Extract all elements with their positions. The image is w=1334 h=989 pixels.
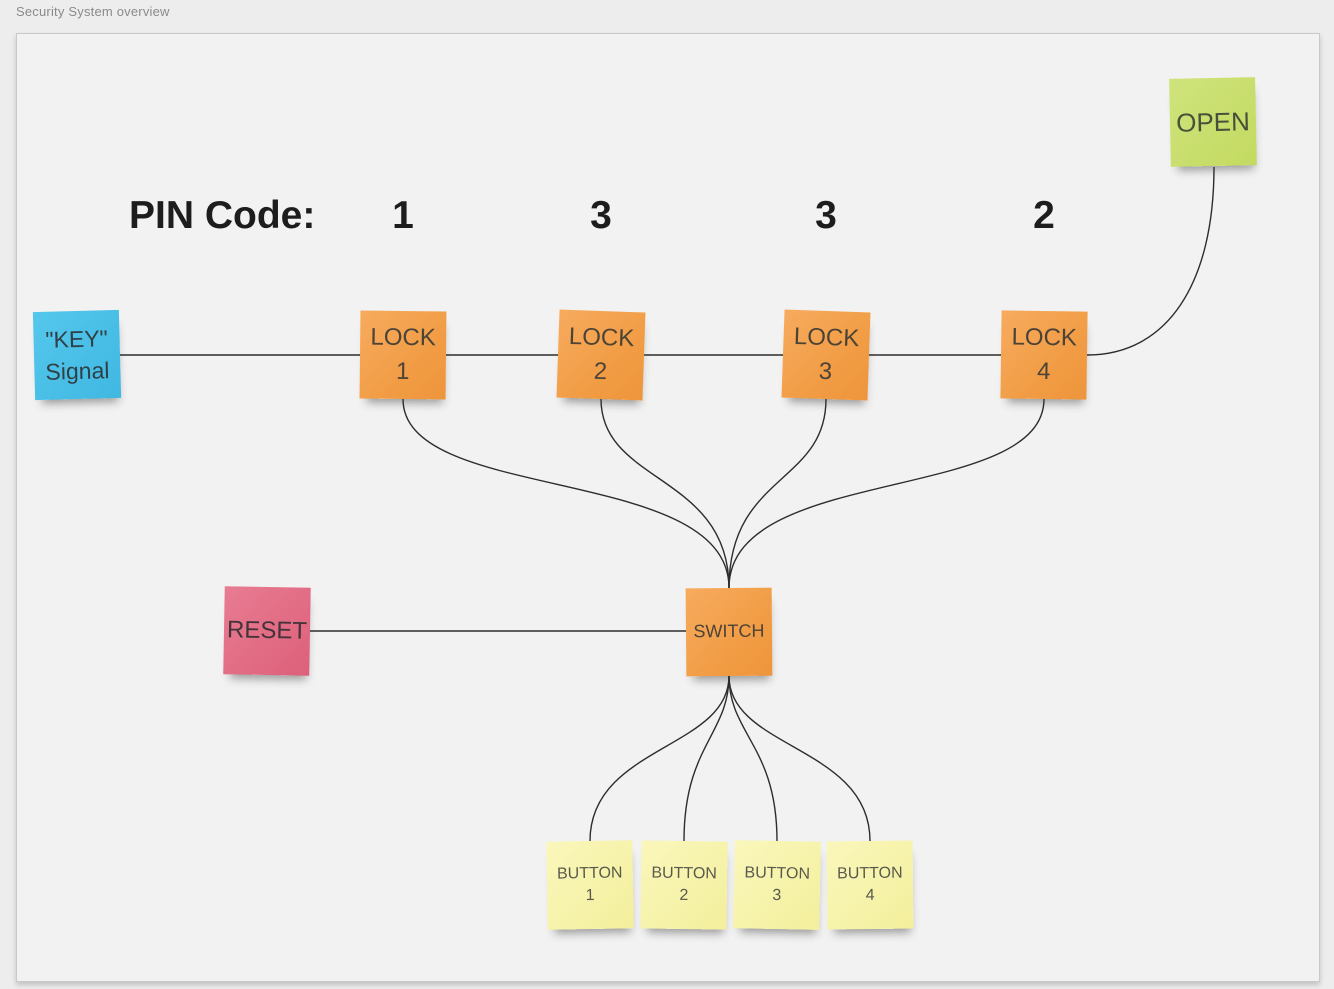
sticky-note-reset[interactable]: RESET [223,586,311,676]
note-label: LOCK [1011,323,1078,352]
note-label: 2 [679,886,689,905]
connector-lock4-switch [728,398,1045,589]
pin-digit-4[interactable]: 2 [1033,194,1055,237]
note-label: BUTTON [837,864,903,882]
connector-switch-button1 [589,675,730,842]
page-title: Security System overview [16,4,170,19]
sticky-note-button-2[interactable]: BUTTON 2 [640,840,728,930]
sticky-note-key-signal[interactable]: "KEY" Signal [32,309,122,401]
note-label: 3 [772,886,782,905]
note-label: LOCK [370,324,436,352]
sticky-note-switch[interactable]: SWITCH [685,587,773,677]
sticky-note-button-1[interactable]: BUTTON 1 [546,840,634,930]
pin-digit-3[interactable]: 3 [815,194,837,237]
connector-lock3-switch [728,398,827,589]
sticky-note-lock-3[interactable]: LOCK 3 [781,309,871,401]
connector-lock1-switch [402,398,730,589]
sticky-note-lock-1[interactable]: LOCK 1 [359,310,447,400]
pin-code-label[interactable]: PIN Code: [129,194,316,237]
note-label: 1 [585,886,595,905]
note-label: OPEN [1175,106,1251,138]
connector-switch-button2 [683,675,730,842]
sticky-note-lock-4[interactable]: LOCK 4 [1000,310,1088,400]
note-label: SWITCH [693,621,765,642]
connector-lock2-switch [600,398,730,589]
note-label: LOCK [793,323,860,353]
board-canvas[interactable]: PIN Code: 1 3 3 2 "KEY" Signal LOCK 1 LO… [16,33,1320,982]
connector-switch-button3 [728,675,778,842]
note-label: "KEY" [45,325,109,353]
sticky-note-open[interactable]: OPEN [1169,77,1257,167]
note-label: Signal [45,357,110,385]
note-label: LOCK [568,323,635,353]
pin-digit-1[interactable]: 1 [392,194,414,237]
note-label: RESET [226,616,308,645]
sticky-note-lock-2[interactable]: LOCK 2 [556,309,646,401]
note-label: 2 [593,357,608,386]
note-label: 4 [865,886,875,905]
note-label: 4 [1036,357,1051,386]
sticky-note-button-4[interactable]: BUTTON 4 [826,840,914,930]
connector-layer [119,166,1215,842]
note-label: 1 [395,357,410,386]
note-label: BUTTON [744,863,811,883]
note-label: BUTTON [651,864,718,883]
note-label: 3 [818,357,833,386]
connector-lock4-open [1086,166,1215,356]
connector-switch-button4 [728,675,871,842]
sticky-note-button-3[interactable]: BUTTON 3 [733,840,821,930]
pin-digit-2[interactable]: 3 [590,194,612,237]
note-label: BUTTON [556,864,623,883]
